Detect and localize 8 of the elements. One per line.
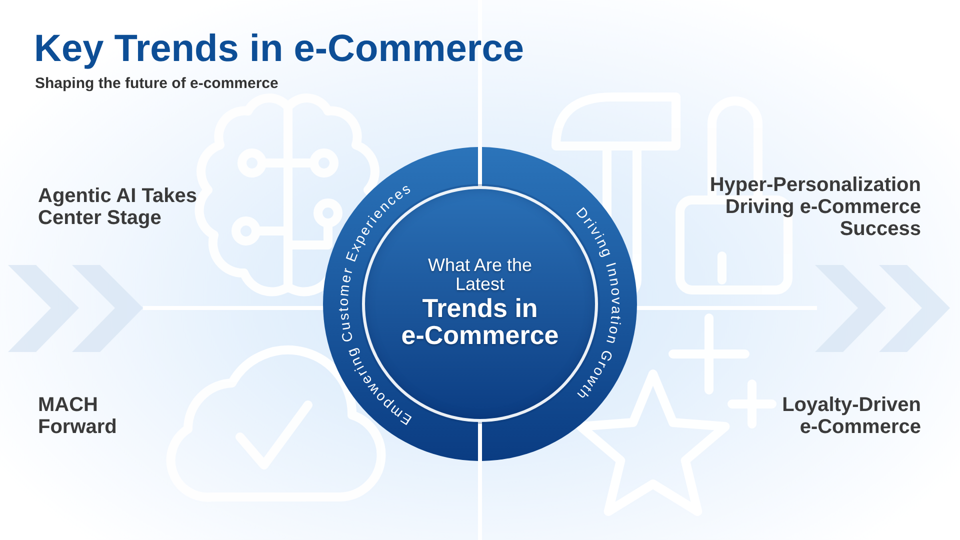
trend-label: Hyper-Personalization Driving e-Commerce Success bbox=[708, 174, 921, 240]
trend-label: Loyalty-Driven e-Commerce bbox=[781, 394, 921, 438]
trend-label: MACH Forward bbox=[38, 394, 118, 438]
subtitle: Shaping the future of e-commerce bbox=[35, 75, 278, 92]
title: Key Trends in e-Commerce bbox=[34, 28, 524, 72]
trend-label: Agentic AI Takes Center Stage bbox=[38, 185, 198, 229]
circle-subheading: What Are the Latest bbox=[426, 256, 534, 294]
circle-heading: Trends in e-Commerce bbox=[401, 295, 560, 349]
